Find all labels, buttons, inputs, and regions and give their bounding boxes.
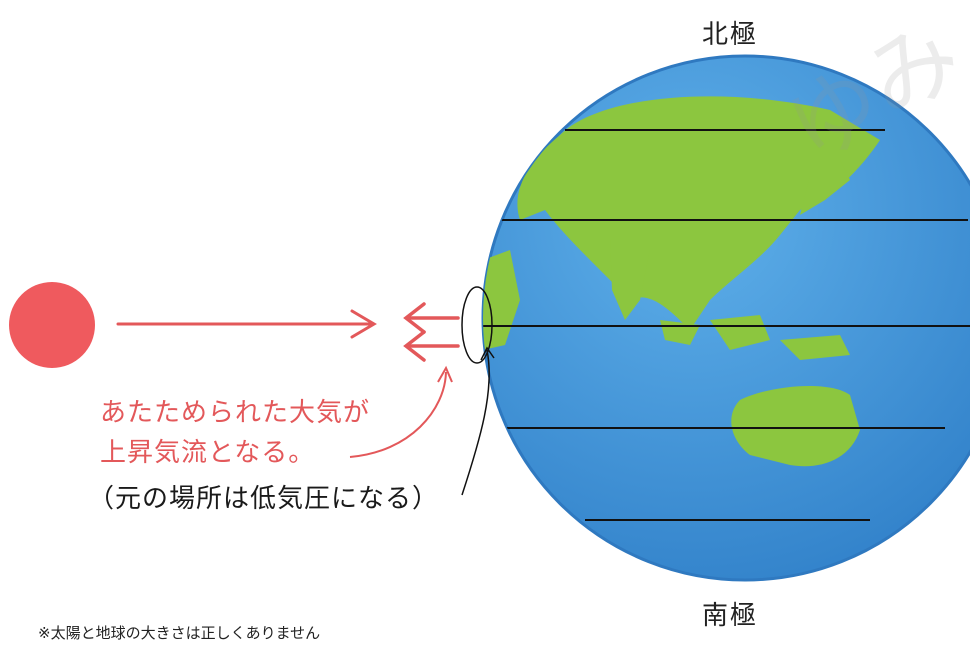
earth-globe-icon — [481, 54, 970, 582]
low-pressure-pointer — [461, 349, 490, 496]
low-pressure-text: （元の場所は低気圧になる） — [88, 484, 440, 514]
warmed-air-text-line1: あたためられた大気が — [100, 398, 371, 428]
warmed-air-pointer — [349, 371, 447, 458]
size-footnote: ※太陽と地球の大きさは正しくありません — [38, 624, 321, 642]
warmed-air-text-line2: 上昇気流となる。 — [100, 438, 316, 468]
north-pole-label: 北極 — [702, 20, 759, 50]
sunlight-arrow — [116, 309, 377, 339]
warmed-air-pointer-head — [437, 365, 453, 383]
heated-region-marker — [461, 286, 493, 364]
sun-circle-icon — [9, 282, 95, 368]
continents — [483, 96, 970, 521]
south-pole-label: 南極 — [702, 601, 759, 631]
rising-air-arrows — [403, 302, 460, 362]
low-pressure-pointer-head — [480, 346, 495, 361]
